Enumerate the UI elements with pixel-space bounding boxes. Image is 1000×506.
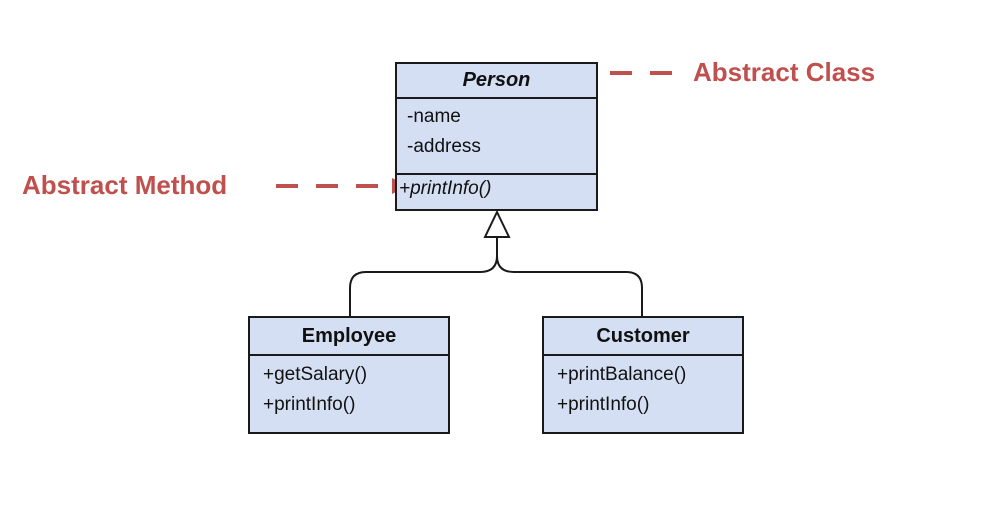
method-printinfo: +printInfo() bbox=[263, 394, 356, 415]
class-employee: Employee +getSalary() +printInfo() bbox=[248, 316, 450, 434]
class-employee-name: Employee bbox=[250, 318, 448, 356]
inheritance-line-customer bbox=[496, 255, 643, 316]
abstract-method-callout: Abstract Method bbox=[22, 170, 228, 200]
inheritance-line-employee bbox=[349, 238, 498, 316]
method-getsalary: +getSalary() bbox=[263, 364, 368, 385]
class-customer: Customer +printBalance() +printInfo() bbox=[542, 316, 744, 434]
abstract-class-callout: Abstract Class bbox=[693, 57, 876, 87]
class-customer-name: Customer bbox=[544, 318, 742, 356]
class-person-attributes: -name -address bbox=[397, 99, 596, 173]
method-printbalance: +printBalance() bbox=[557, 364, 687, 385]
class-employee-methods: +getSalary() +printInfo() bbox=[250, 356, 448, 420]
attribute-name: -name bbox=[407, 106, 461, 127]
generalization-arrowhead bbox=[483, 209, 511, 238]
class-person-name: Person bbox=[397, 64, 596, 99]
method-printinfo-abstract: +printInfo() bbox=[399, 178, 492, 199]
class-person: Person -name -address +printInfo() bbox=[395, 62, 598, 211]
method-printinfo: +printInfo() bbox=[557, 394, 650, 415]
class-customer-methods: +printBalance() +printInfo() bbox=[544, 356, 742, 420]
attribute-address: -address bbox=[407, 136, 481, 157]
class-person-methods: +printInfo() bbox=[397, 173, 596, 209]
